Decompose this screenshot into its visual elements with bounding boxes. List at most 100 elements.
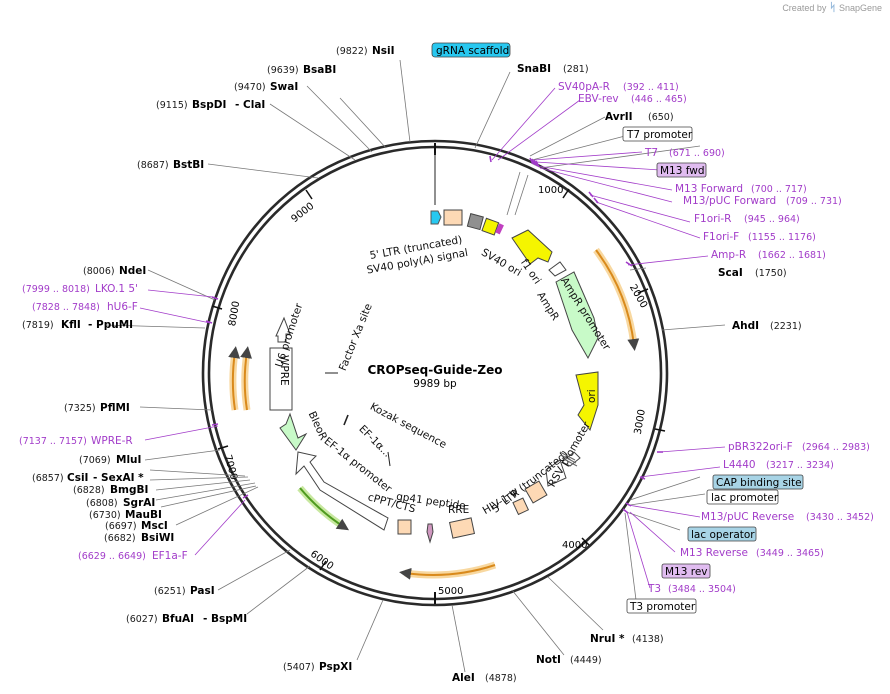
tick-mark-4000 <box>581 537 590 546</box>
m13-fwd-label: M13 fwd <box>660 165 705 177</box>
sgrai-label[interactable]: SgrAI <box>123 497 155 509</box>
sgrai-position: (6808) <box>86 498 118 509</box>
clai-label[interactable]: - ClaI <box>235 99 265 111</box>
hu6-f-position: (7828 .. 7848) <box>32 302 100 313</box>
pasi-label[interactable]: PasI <box>190 585 215 597</box>
lac-operator-box[interactable] <box>687 526 757 542</box>
tick-mark-6000 <box>319 560 327 571</box>
alei-position: (4878) <box>485 673 517 684</box>
ltr-5-truncated-bottom-shape <box>524 480 548 504</box>
u6-promoter-shape <box>275 316 291 343</box>
nrui-position: (4138) <box>632 634 664 645</box>
bmgbi-label[interactable]: BmgBI <box>110 484 148 496</box>
tick-mark-1000 <box>562 188 570 199</box>
tick-mark-2000 <box>637 288 649 294</box>
pspxi-position: (5407) <box>283 662 315 673</box>
amp-r-label[interactable]: Amp-R <box>711 249 746 261</box>
csii-label[interactable]: CsiI <box>67 472 88 484</box>
m13-fwd-box[interactable] <box>656 162 707 178</box>
l4440-label[interactable]: L4440 <box>723 459 756 471</box>
cap-binding-site-box[interactable] <box>712 474 804 490</box>
l4440-position: (3217 .. 3234) <box>766 460 834 471</box>
pasi-position: (6251) <box>154 586 186 597</box>
lac-promoter-box[interactable] <box>706 489 779 505</box>
kozak-tick <box>343 414 349 426</box>
tick-mark-9000 <box>305 189 313 200</box>
m13-forward-label[interactable]: M13 Forward <box>675 183 743 195</box>
grna-scaffold-box[interactable] <box>431 42 511 58</box>
orange-arc-left-2-line <box>240 346 253 411</box>
sv40pa-r-label[interactable]: SV40pA-R <box>558 81 610 93</box>
ebv-rev-label[interactable]: EBV-rev <box>578 93 619 105</box>
ampr-promoter-shape <box>548 261 567 277</box>
f1ori-f-label[interactable]: F1ori-F <box>703 231 739 243</box>
sv40-ori-shape <box>481 217 500 236</box>
label-ef1a-short: EF-1α... <box>356 423 393 460</box>
mlui-label[interactable]: MluI <box>116 454 141 466</box>
label-wpre: WPRE <box>278 355 290 386</box>
pflmi-label[interactable]: PflMI <box>100 402 130 414</box>
pbr322ori-f-label[interactable]: pBR322ori-F <box>728 441 793 453</box>
grna-scaffold-shape <box>430 210 442 225</box>
label-rre: RRE <box>448 504 469 516</box>
bspmi-label[interactable]: - BspMI <box>203 613 247 625</box>
hu6-f-label[interactable]: hU6-F <box>107 301 138 313</box>
green-arc-ef1a-line <box>299 487 350 531</box>
bfuai-label[interactable]: BfuAI <box>162 613 194 625</box>
plasmid-length: 9989 bp <box>413 378 457 390</box>
sv40-polya-shape <box>466 213 484 231</box>
bsabi-label[interactable]: BsaBI <box>303 64 336 76</box>
snabi-label[interactable]: SnaBI <box>517 63 551 75</box>
pspxi-label[interactable]: PspXI <box>319 661 352 673</box>
ndei-label[interactable]: NdeI <box>119 265 146 277</box>
scai-position: (1750) <box>755 268 787 279</box>
kfli-label[interactable]: KflI <box>61 319 81 331</box>
t3-label[interactable]: T3 <box>647 583 661 595</box>
m13-reverse-label[interactable]: M13 Reverse <box>680 547 748 559</box>
avrii-label[interactable]: AvrII <box>605 111 633 123</box>
ppumi-label[interactable]: - PpuMI <box>88 319 133 331</box>
bstbi-label[interactable]: BstBI <box>173 159 204 171</box>
orange-arc-bottom-line <box>399 564 496 580</box>
t7-label[interactable]: T7 <box>644 147 658 159</box>
t3-promoter-box[interactable] <box>626 598 697 614</box>
pflmi-position: (7325) <box>64 403 96 414</box>
bspdi-label[interactable]: BspDI <box>192 99 226 111</box>
ori-shape <box>575 371 599 432</box>
f1ori-r-label[interactable]: F1ori-R <box>694 213 731 225</box>
ef1a-promoter-shape <box>295 451 389 531</box>
snapgene-logo-icon: ᛋ <box>829 2 836 14</box>
ampr-shape <box>555 271 599 360</box>
bsiwi-label[interactable]: BsiWI <box>141 532 174 544</box>
scai-label[interactable]: ScaI <box>718 267 743 279</box>
ahdi-label[interactable]: AhdI <box>732 320 759 332</box>
msci-label[interactable]: MscI <box>141 520 168 532</box>
sexai-label[interactable]: - SexAI * <box>93 472 144 484</box>
lko1-5-label[interactable]: LKO.1 5' <box>95 283 138 295</box>
t7-promoter-top-box[interactable] <box>622 126 693 142</box>
m13-rev-box[interactable] <box>661 563 711 579</box>
gp41-peptide-shape <box>426 523 434 544</box>
alei-label[interactable]: AleI <box>452 672 475 684</box>
tick-mark-8000 <box>211 305 223 310</box>
f1-ori-shape <box>511 229 553 265</box>
ndei-position: (8006) <box>83 266 115 277</box>
maubi-label[interactable]: MauBI <box>125 509 162 521</box>
tick-label-9000: 9000 <box>289 201 316 225</box>
t3-promoter-label: T3 promoter <box>629 601 696 613</box>
m13-puc-forward-label[interactable]: M13/pUC Forward <box>683 195 776 207</box>
m13-rev-label: M13 rev <box>665 566 708 578</box>
ori-hatch-block <box>559 451 578 467</box>
nsii-label[interactable]: NsiI <box>372 45 395 57</box>
noti-label[interactable]: NotI <box>536 654 561 666</box>
csii-position: (6857) <box>32 473 64 484</box>
maubi-position: (6730) <box>89 510 121 521</box>
nrui-label[interactable]: NruI * <box>590 633 625 645</box>
swai-label[interactable]: SwaI <box>270 81 298 93</box>
m13-puc-reverse-position: (3430 .. 3452) <box>806 512 874 523</box>
m13-puc-reverse-label[interactable]: M13/pUC Reverse <box>701 511 794 523</box>
label-bleor: BleoR <box>306 410 330 443</box>
wpre-r-label[interactable]: WPRE-R <box>91 435 133 447</box>
ef1a-f-label[interactable]: EF1a-F <box>152 550 188 562</box>
